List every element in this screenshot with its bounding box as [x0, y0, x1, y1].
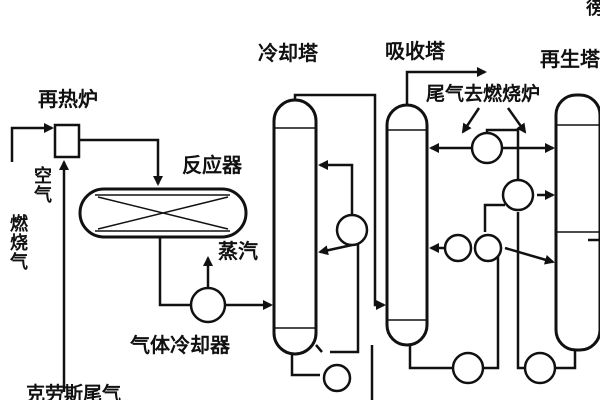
reactor-vessel [78, 187, 248, 239]
cooling-tower-vessel [272, 98, 318, 356]
label-corner-fragment: 徬 [586, 0, 600, 19]
label-fuel-gas: 燃烧气 [9, 213, 29, 273]
reheater-box [53, 123, 81, 159]
label-reactor: 反应器 [182, 153, 243, 177]
absorber-vessel [385, 103, 429, 347]
label-tail-gas-to-incinerator: 尾气去燃烧炉 [426, 82, 540, 105]
tail-gas-arrows [461, 107, 527, 134]
absorber-side-pump-left [443, 233, 473, 263]
cooling-tower-pump [335, 213, 369, 247]
label-reheater: 再热炉 [38, 87, 98, 111]
label-cooling-tower: 冷却塔 [258, 41, 319, 65]
label-absorber: 吸收塔 [385, 39, 446, 63]
label-gas-cooler: 气体冷却器 [129, 333, 231, 357]
cooling-tower-bottom-pump [322, 363, 352, 393]
label-steam: 蒸汽 [218, 239, 258, 263]
label-air: 空气 [33, 165, 52, 206]
process-piping [10, 67, 600, 400]
absorber-bottom-pump [451, 351, 485, 385]
regenerator-bottom-pump [523, 351, 557, 385]
label-regenerator: 再生塔 [540, 47, 600, 71]
regenerator-vessel [554, 93, 600, 352]
absorber-side-pump-right [473, 233, 503, 263]
label-claus-tail-gas: 克劳斯尾气 [26, 382, 121, 400]
lean-solvent-exchanger [470, 131, 504, 165]
regenerator-exchanger [501, 178, 535, 212]
gas-cooler-exchanger [189, 286, 227, 324]
